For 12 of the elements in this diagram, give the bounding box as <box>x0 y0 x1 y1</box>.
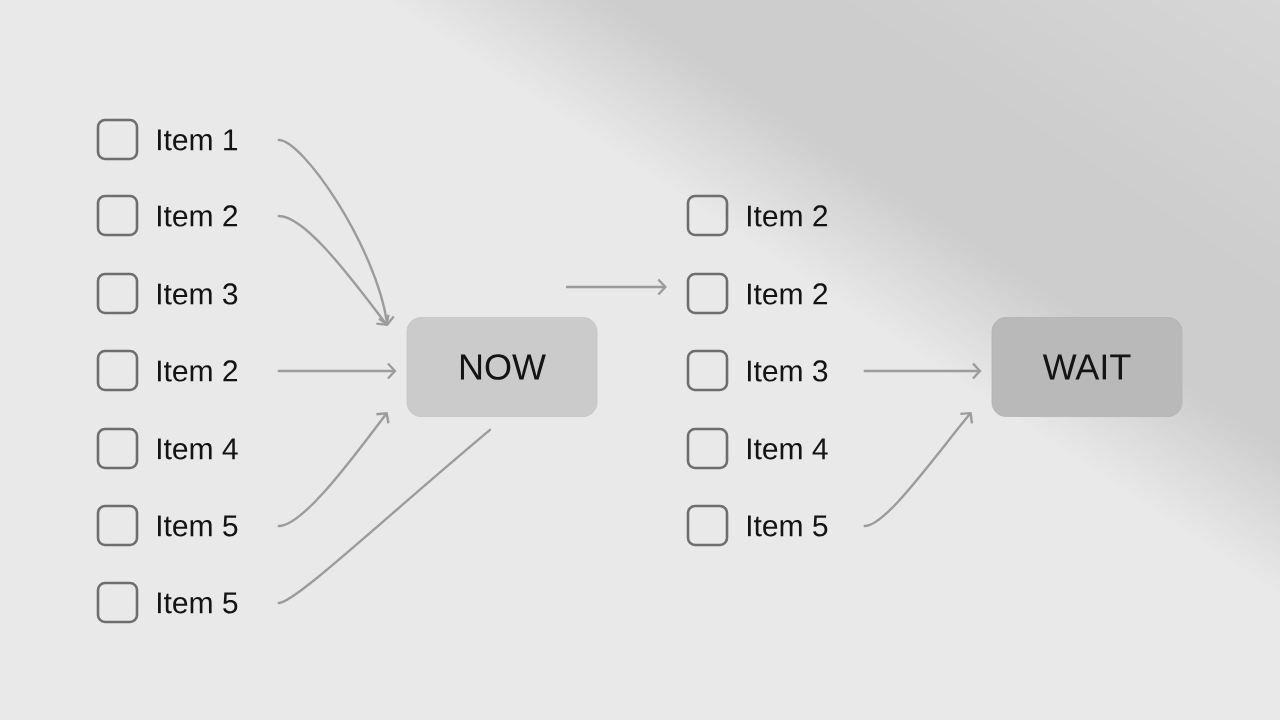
item-label: Item 5 <box>747 515 828 537</box>
item-label: Item 3 <box>747 360 828 382</box>
item-label: Item 2 <box>157 205 238 227</box>
item-label: Item 1 <box>157 129 238 151</box>
item-label: Item 2 <box>747 205 828 227</box>
item-label: Item 4 <box>747 438 828 460</box>
item-label: Item 2 <box>157 360 238 382</box>
item-label: Item 3 <box>157 283 238 305</box>
item-label: Item 5 <box>157 515 238 537</box>
item-label: Item 4 <box>157 438 238 460</box>
item-label: Item 5 <box>157 592 238 614</box>
item-label: Item 2 <box>747 283 828 305</box>
